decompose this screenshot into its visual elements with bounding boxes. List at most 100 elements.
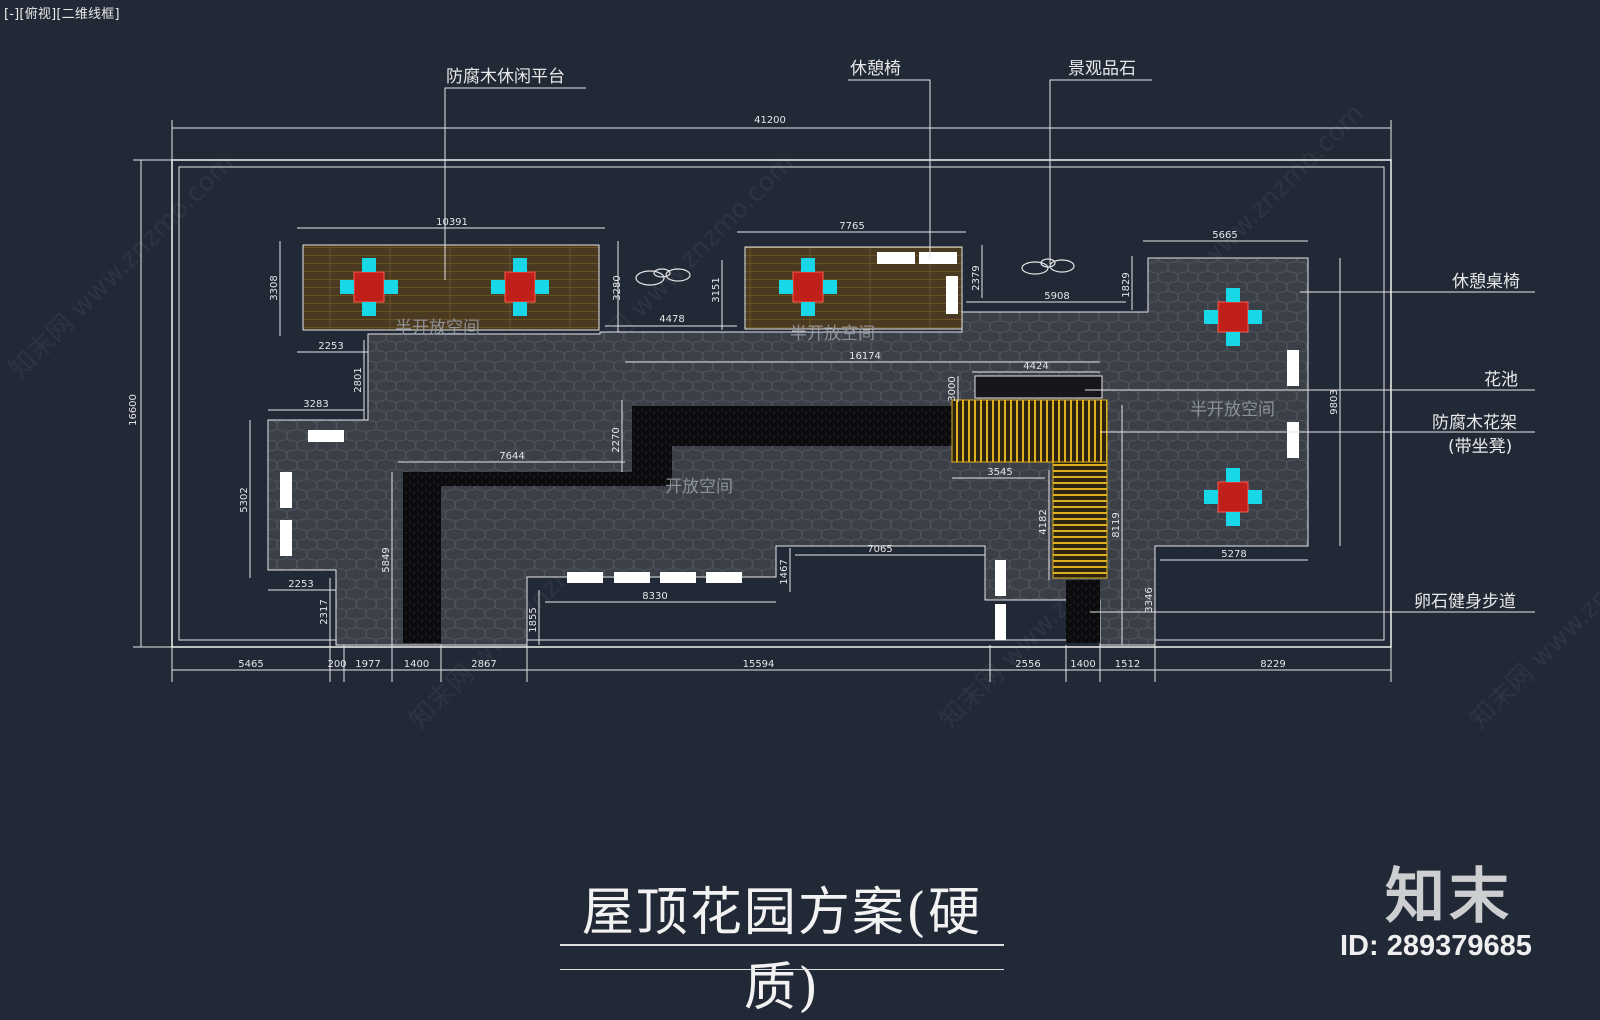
chair — [1226, 288, 1240, 302]
callout-landscape-stone: 景观品石 — [1068, 59, 1136, 79]
dimension-text: 2556 — [1015, 659, 1040, 670]
svg-text:1467: 1467 — [779, 559, 790, 584]
svg-text:2801: 2801 — [353, 367, 364, 392]
svg-text:8119: 8119 — [1111, 512, 1122, 537]
chair — [1248, 490, 1262, 504]
chair — [779, 280, 793, 294]
brand-logo: 知末 — [1385, 862, 1513, 932]
dimension-text: 1400 — [404, 659, 429, 670]
table-chair-set — [1204, 288, 1262, 346]
svg-text:7765: 7765 — [839, 221, 864, 232]
pebble-path — [403, 406, 970, 643]
chair — [535, 280, 549, 294]
brand-id: ID: 289379685 — [1340, 930, 1532, 962]
callout-flower-pool: 花池 — [1484, 370, 1518, 390]
table — [1217, 301, 1249, 333]
svg-text:3151: 3151 — [711, 277, 722, 302]
dimension-text: 1977 — [355, 659, 380, 670]
svg-text:10391: 10391 — [436, 217, 468, 228]
table — [504, 271, 536, 303]
bench — [995, 560, 1006, 596]
dimension-text: 1512 — [1115, 659, 1140, 670]
table — [1217, 481, 1249, 513]
callout-pergola: 防腐木花架 — [1432, 413, 1517, 433]
flower-pool — [974, 375, 1103, 399]
landscape-stone-icon — [635, 258, 1075, 286]
zone-label: 半开放空间 — [1190, 400, 1275, 420]
svg-text:9803: 9803 — [1329, 389, 1340, 414]
dimension-text: 5465 — [238, 659, 263, 670]
leader-lines — [444, 79, 1535, 613]
chair — [1226, 468, 1240, 482]
dimension-text: 8229 — [1260, 659, 1285, 670]
zone-label: 开放空间 — [665, 477, 733, 497]
svg-text:16600: 16600 — [128, 394, 139, 426]
callout-pebble-path: 卵石健身步道 — [1414, 592, 1516, 612]
table-chair-set — [340, 258, 398, 316]
table-sets — [340, 258, 1262, 526]
svg-text:5665: 5665 — [1212, 230, 1237, 241]
dimension-text: 200 — [327, 659, 346, 670]
svg-text:4424: 4424 — [1023, 361, 1048, 372]
bench — [280, 472, 292, 508]
chair — [491, 280, 505, 294]
svg-text:5278: 5278 — [1221, 549, 1246, 560]
dimension-texts: 41200 16600 10391 3308 3280 4478 3151 77… — [128, 115, 1340, 633]
svg-text:3346: 3346 — [1144, 587, 1155, 612]
callout-deck-platform: 防腐木休闲平台 — [446, 67, 565, 87]
chair — [1204, 490, 1218, 504]
dimension-lines — [133, 120, 1392, 671]
table-chair-set — [1204, 468, 1262, 526]
chair — [384, 280, 398, 294]
title-underline — [560, 944, 1004, 946]
bench — [995, 604, 1006, 640]
svg-text:2317: 2317 — [319, 599, 330, 624]
watermark-text: 知末网 www.znzmo.com — [4, 149, 240, 385]
bench — [660, 572, 696, 583]
svg-text:41200: 41200 — [754, 115, 786, 126]
bench — [308, 430, 344, 442]
bench-group — [280, 252, 1299, 640]
pergola-side — [1052, 461, 1108, 579]
table — [353, 271, 385, 303]
svg-text:5849: 5849 — [381, 547, 392, 572]
svg-text:5908: 5908 — [1044, 291, 1069, 302]
bench — [706, 572, 742, 583]
svg-text:5302: 5302 — [239, 487, 250, 512]
chair — [513, 258, 527, 272]
svg-text:8330: 8330 — [642, 591, 667, 602]
chair — [1226, 512, 1240, 526]
chair — [362, 302, 376, 316]
svg-text:2270: 2270 — [611, 427, 622, 452]
chair — [1204, 310, 1218, 324]
svg-text:7644: 7644 — [499, 451, 524, 462]
viewport-label[interactable]: [-][俯视][二维线框] — [4, 7, 120, 22]
callout-table-chairs: 休憩桌椅 — [1452, 272, 1520, 292]
svg-text:2253: 2253 — [318, 341, 343, 352]
bench — [567, 572, 603, 583]
zone-label: 半开放空间 — [790, 324, 875, 344]
callout-lounge-chair: 休憩椅 — [850, 59, 901, 79]
svg-text:3308: 3308 — [269, 275, 280, 300]
dimension-text: 15594 — [743, 659, 775, 670]
callout-pergola-note: (带坐凳) — [1448, 437, 1512, 457]
title-underline — [560, 969, 1004, 970]
chair — [362, 258, 376, 272]
bench — [614, 572, 650, 583]
dimension-text: 1400 — [1070, 659, 1095, 670]
chair — [801, 302, 815, 316]
svg-text:2379: 2379 — [971, 265, 982, 290]
svg-text:1855: 1855 — [528, 607, 539, 632]
site-boundary-outer — [171, 159, 1392, 648]
table-chair-set — [779, 258, 837, 316]
svg-text:16174: 16174 — [849, 351, 881, 362]
chair — [823, 280, 837, 294]
bench — [1287, 350, 1299, 386]
bench — [919, 252, 957, 264]
svg-text:1829: 1829 — [1121, 272, 1132, 297]
chair — [1226, 332, 1240, 346]
svg-text:3545: 3545 — [987, 467, 1012, 478]
dimension-text: 2867 — [471, 659, 496, 670]
site-boundary-inner — [178, 166, 1385, 641]
